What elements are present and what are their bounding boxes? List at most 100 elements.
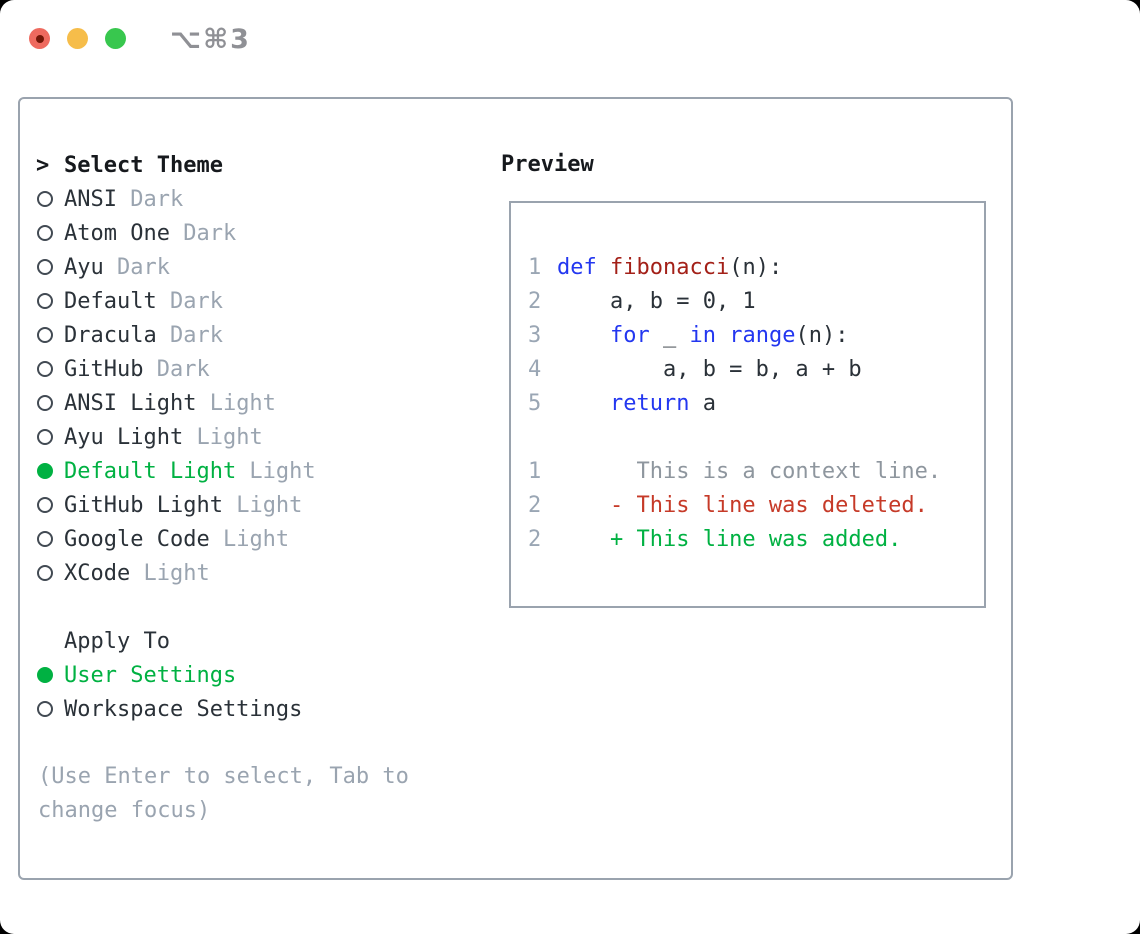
close-dot-icon	[35, 34, 44, 43]
token-plain: (n):	[729, 255, 783, 280]
theme-name: GitHub Light	[64, 492, 223, 518]
theme-option-github-dark[interactable]: GitHub Dark	[36, 352, 409, 386]
minimize-button[interactable]	[67, 28, 88, 49]
token-plain	[557, 323, 610, 348]
theme-name: Ayu	[64, 254, 104, 280]
hint-text: (Use Enter to select, Tab to change focu…	[38, 764, 409, 823]
blank-line	[528, 421, 941, 455]
token-plain: a	[689, 391, 716, 416]
line-number: 1	[528, 255, 542, 280]
theme-variant: Light	[183, 424, 263, 450]
radio-icon	[37, 701, 53, 717]
theme-name: XCode	[64, 560, 131, 586]
theme-option-default-dark[interactable]: Default Dark	[36, 284, 409, 318]
theme-variant: Dark	[116, 186, 184, 212]
code-line: 4 a, b = b, a + b	[528, 353, 941, 387]
token-kw: for	[609, 323, 650, 348]
radio-icon	[37, 225, 53, 241]
apply-option-label: User Settings	[64, 662, 237, 688]
line-number: 2	[528, 493, 542, 518]
theme-option-ansi-light-light[interactable]: ANSI Light Light	[36, 386, 409, 420]
theme-name: Dracula	[64, 322, 157, 348]
token-fn: fibonacci	[610, 255, 730, 280]
theme-variant: Dark	[156, 322, 223, 348]
theme-variant: Dark	[169, 220, 237, 246]
window-title: ⌥⌘3	[170, 24, 251, 55]
theme-option-github-light-light[interactable]: GitHub Light Light	[36, 488, 409, 522]
theme-option-ayu-dark[interactable]: Ayu Dark	[36, 250, 409, 284]
close-button[interactable]	[29, 28, 50, 49]
code-line: 2 + This line was added.	[528, 523, 941, 557]
theme-option-dracula-dark[interactable]: Dracula Dark	[36, 318, 409, 352]
theme-variant: Light	[222, 492, 303, 518]
radio-icon	[37, 429, 53, 445]
radio-icon	[37, 531, 53, 547]
code-line: 1 def fibonacci(n):	[528, 251, 941, 285]
theme-option-default-light-light[interactable]: Default Light Light	[36, 454, 409, 488]
zoom-button[interactable]	[105, 28, 126, 49]
radio-icon	[37, 497, 53, 513]
radio-icon	[37, 259, 53, 275]
select-theme-title: Select Theme	[64, 152, 223, 178]
token-kw: def	[557, 255, 597, 280]
token-kw: range	[729, 323, 796, 348]
theme-option-xcode-light[interactable]: XCode Light	[36, 556, 409, 590]
apply-to-header: Apply To	[36, 624, 409, 658]
code-line: 1 This is a context line.	[528, 455, 941, 489]
spacer	[36, 590, 409, 624]
line-number: 2	[528, 289, 542, 314]
token-kw: return	[609, 391, 690, 416]
theme-option-atom-one-dark[interactable]: Atom One Dark	[36, 216, 409, 250]
radio-icon	[37, 361, 53, 377]
token-plain: a, b = 0, 1	[557, 289, 756, 314]
theme-name: GitHub	[64, 356, 144, 382]
theme-variant: Dark	[156, 288, 223, 314]
line-number: 3	[528, 323, 542, 348]
select-theme-header: > Select Theme	[36, 148, 409, 182]
apply-to-title: Apply To	[64, 628, 170, 654]
token-plain	[716, 323, 729, 348]
theme-name: Ayu Light	[64, 424, 184, 450]
radio-icon	[37, 565, 53, 581]
radio-icon	[37, 191, 53, 207]
code-line: 3 for _ in range(n):	[528, 319, 941, 353]
theme-name: ANSI Light	[64, 390, 197, 416]
line-number: 4	[528, 357, 542, 382]
theme-variant: Light	[196, 390, 276, 416]
line-number: 1	[528, 459, 542, 484]
token-plain	[557, 391, 610, 416]
token-plain: _	[649, 323, 690, 348]
radio-icon	[37, 327, 53, 343]
prompt-icon: >	[36, 152, 50, 178]
theme-name: Default	[64, 288, 157, 314]
code-line: 2 a, b = 0, 1	[528, 285, 941, 319]
line-number: 5	[528, 391, 542, 416]
theme-option-ayu-light-light[interactable]: Ayu Light Light	[36, 420, 409, 454]
token-kw: in	[689, 323, 716, 348]
radio-icon	[37, 293, 53, 309]
theme-name: Google Code	[64, 526, 210, 552]
apply-option-user-settings[interactable]: User Settings	[36, 658, 409, 692]
token-plain	[597, 255, 610, 280]
theme-variant: Light	[236, 458, 316, 484]
apply-option-label: Workspace Settings	[64, 696, 303, 722]
theme-variant: Dark	[103, 254, 170, 280]
theme-name: ANSI	[64, 186, 117, 212]
theme-variant: Light	[209, 526, 290, 552]
token-add: + This line was added.	[557, 527, 902, 552]
radio-selected-icon	[37, 667, 53, 683]
token-plain: (n):	[795, 323, 849, 348]
theme-option-google-code-light[interactable]: Google Code Light	[36, 522, 409, 556]
theme-variant: Light	[130, 560, 210, 586]
token-del: - This line was deleted.	[557, 493, 928, 518]
theme-option-ansi-dark[interactable]: ANSI Dark	[36, 182, 409, 216]
token-ctx: This is a context line.	[557, 459, 942, 484]
apply-option-workspace-settings[interactable]: Workspace Settings	[36, 692, 409, 726]
spacer	[36, 726, 409, 760]
